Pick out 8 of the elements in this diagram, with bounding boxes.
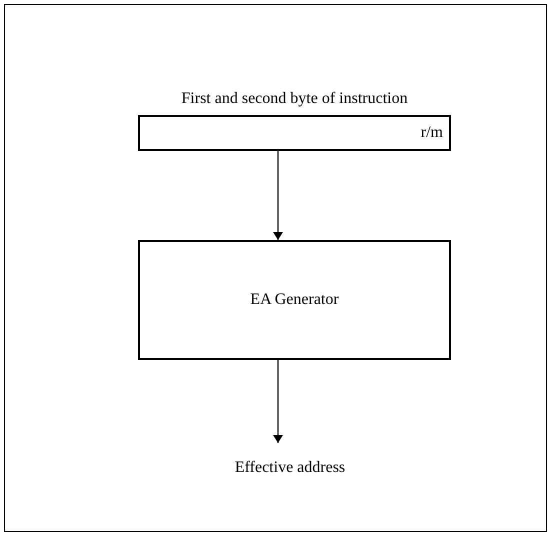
process-box	[138, 240, 451, 360]
output-label: Effective address	[200, 455, 380, 481]
box-heading: First and second byte of instruction	[180, 89, 409, 109]
arrow	[273, 360, 283, 443]
box-label: EA Generator	[250, 290, 339, 310]
arrow	[273, 151, 283, 240]
instruction-register-box	[138, 115, 451, 151]
field-label: r/m	[420, 123, 443, 143]
